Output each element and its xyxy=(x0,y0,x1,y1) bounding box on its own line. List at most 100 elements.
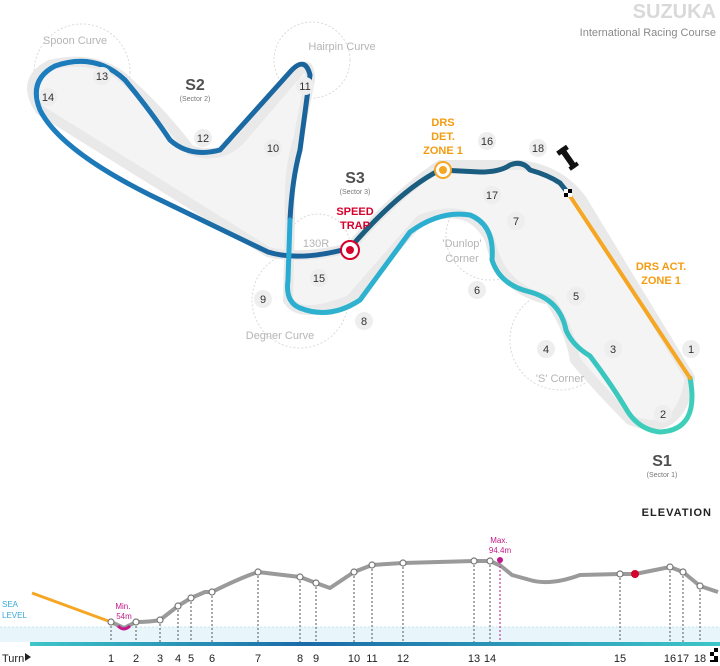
turn-number: 18 xyxy=(532,143,544,155)
turn-tick-point xyxy=(187,594,195,602)
turn-badge-1: 1 xyxy=(682,340,700,358)
turn-number: 4 xyxy=(543,344,549,356)
max-label: Max. 94.4m xyxy=(489,536,512,555)
drs-detection-marker xyxy=(434,161,452,179)
turn-tick-point xyxy=(350,568,358,576)
turn-tick-point xyxy=(696,582,704,590)
sector-2-label: S2 xyxy=(185,77,205,94)
turn-tick-point xyxy=(470,557,478,565)
turn-tick-point xyxy=(174,602,182,610)
spoon-curve-label: Spoon Curve xyxy=(43,35,107,47)
turn-number: 12 xyxy=(197,133,209,145)
turn-badge-7: 7 xyxy=(507,212,525,230)
turn-number: 6 xyxy=(474,285,480,297)
min-label: Min. 54m xyxy=(115,602,132,621)
turn-badge-9: 9 xyxy=(254,290,272,308)
turn-tick-label: 1 xyxy=(108,653,114,665)
turn-tick-label: 7 xyxy=(255,653,261,665)
turn-badge-3: 3 xyxy=(604,340,622,358)
turn-tick-point xyxy=(208,588,216,596)
turn-badge-6: 6 xyxy=(468,281,486,299)
sector-3-label: S3 xyxy=(345,170,365,187)
turn-tick-label: 5 xyxy=(188,653,194,665)
sea-level-band xyxy=(0,627,720,642)
turn-tick-point xyxy=(679,568,687,576)
turn-number: 7 xyxy=(513,216,519,228)
turn-tick-label: 10 xyxy=(348,653,360,665)
turn-tick-label: 4 xyxy=(175,653,181,665)
s-corner-label: 'S' Corner xyxy=(536,373,585,385)
corner-names: Spoon Curve Hairpin Curve 130R Degner Cu… xyxy=(43,35,585,385)
130r-label: 130R xyxy=(303,238,329,250)
turn-number: 9 xyxy=(260,294,266,306)
elevation-title: ELEVATION xyxy=(642,507,712,519)
turn-number: 3 xyxy=(610,344,616,356)
turn-tick-label: 14 xyxy=(484,653,496,665)
turn-number: 8 xyxy=(361,316,367,328)
turn-number: 11 xyxy=(299,81,310,93)
turn-tick-label: 13 xyxy=(468,653,480,665)
turn-tick-point xyxy=(107,618,115,626)
turn-badge-13: 13 xyxy=(93,67,111,85)
degner-curve-label: Degner Curve xyxy=(246,330,314,342)
turn-tick-point xyxy=(666,563,674,571)
elevation-profile-line xyxy=(110,559,719,630)
turn-tick-point xyxy=(156,616,164,624)
checker-square xyxy=(710,648,714,652)
turn-badge-18: 18 xyxy=(529,139,547,157)
turn-badge-8: 8 xyxy=(355,312,373,330)
turn-tick-label: 17 xyxy=(677,653,689,665)
min-elevation-dip xyxy=(116,624,132,631)
track-sector-2 xyxy=(33,58,353,259)
turn-tick-label: 9 xyxy=(313,653,319,665)
turn-number: 2 xyxy=(660,409,666,421)
turn-tick-label: 15 xyxy=(614,653,626,665)
race-car-icon xyxy=(556,144,579,171)
elevation-turn-ticks xyxy=(107,557,704,642)
track-sector-3 xyxy=(347,160,571,251)
turn-badge-16: 16 xyxy=(478,132,496,150)
turn-tick-point xyxy=(296,573,304,581)
sector-3-sub: (Sector 3) xyxy=(340,189,371,196)
turn-tick-label: 12 xyxy=(397,653,409,665)
dunlop-corner-label: 'Dunlop'Corner xyxy=(442,238,481,265)
turn-tick-point xyxy=(254,568,262,576)
track-sector-1 xyxy=(285,211,695,435)
checker-square xyxy=(714,652,718,656)
sector-color-bar xyxy=(30,642,720,646)
drs-activation-label: DRS ACT.ZONE 1 xyxy=(636,261,686,287)
elevation-drs-segment xyxy=(31,591,112,624)
turn-tick-point xyxy=(368,561,376,569)
turn-tick-point xyxy=(132,618,140,626)
spoon-zone xyxy=(33,23,131,121)
hairpin-curve-label: Hairpin Curve xyxy=(308,41,375,53)
hairpin-zone xyxy=(273,21,351,99)
turn-number: 14 xyxy=(42,92,54,104)
turn-badge-15: 15 xyxy=(310,269,328,287)
turn-tick-point xyxy=(399,559,407,567)
circuit-subtitle: International Racing Course xyxy=(580,27,716,39)
turn-tick-point xyxy=(486,557,494,565)
turn-number: 15 xyxy=(313,273,325,285)
speed-trap-marker xyxy=(340,240,360,260)
turn-tick-label: 11 xyxy=(366,653,377,665)
sector-1-label: S1 xyxy=(652,453,672,470)
turn-badge-14: 14 xyxy=(39,88,57,106)
turn-tick-point xyxy=(616,570,624,578)
turn-number: 13 xyxy=(96,71,108,83)
turn-badge-10: 10 xyxy=(264,139,282,157)
track-shadow xyxy=(27,56,695,430)
checker-square xyxy=(710,656,714,660)
turn-tick-label: 16 xyxy=(664,653,676,665)
turn-badge-5: 5 xyxy=(567,287,585,305)
circuit-title: SUZUKA xyxy=(633,1,716,23)
turn-number: 1 xyxy=(688,344,694,356)
turn-axis-label: Turn xyxy=(2,653,24,665)
sector-labels: S1 (Sector 1) S2 (Sector 2) S3 (Sector 3… xyxy=(180,77,678,479)
